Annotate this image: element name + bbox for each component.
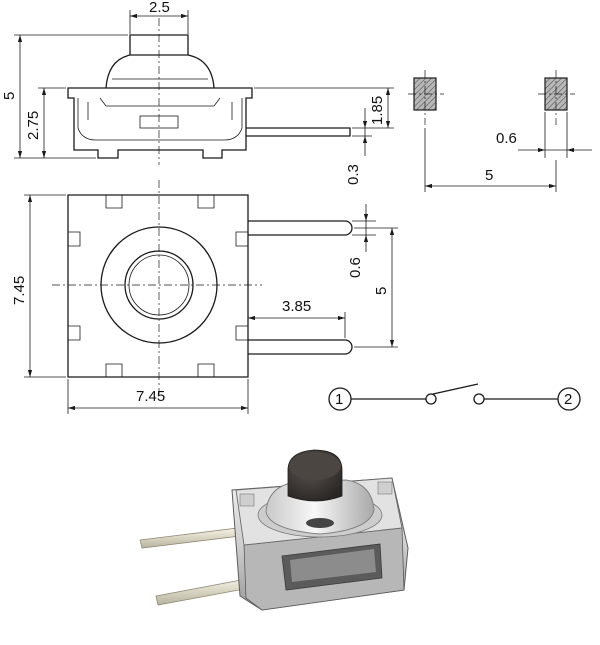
switch-photo [139, 449, 409, 611]
dim-body-height: 2.75 [25, 111, 42, 140]
dim-pad-width: 0.6 [496, 130, 517, 147]
side-view: 2.5 5 2.75 1.85 0.3 [1, 0, 394, 185]
dim-pin-thickness: 0.6 [347, 257, 364, 278]
dim-pin-spacing: 5 [373, 287, 390, 295]
dim-pad-spacing: 5 [485, 167, 493, 184]
terminal-2-label: 2 [564, 391, 572, 408]
dim-body-depth: 7.45 [11, 276, 28, 305]
terminal-1-label: 1 [335, 391, 343, 408]
switch-contact [432, 383, 479, 395]
top-view: 7.45 7.45 0.6 5 3.85 [11, 180, 398, 414]
dim-top-width: 2.5 [149, 0, 170, 16]
pin-back [139, 527, 241, 549]
pad-layout: 0.6 5 [408, 70, 592, 192]
dim-lead-height: 1.85 [369, 96, 386, 125]
dim-lead-thickness: 0.3 [345, 164, 362, 185]
terminal-2 [557, 387, 581, 411]
switch-schematic: 1 2 [328, 383, 581, 411]
dim-total-height: 5 [1, 92, 18, 100]
dim-pin-length: 3.85 [282, 298, 311, 315]
dim-body-width: 7.45 [136, 388, 165, 405]
